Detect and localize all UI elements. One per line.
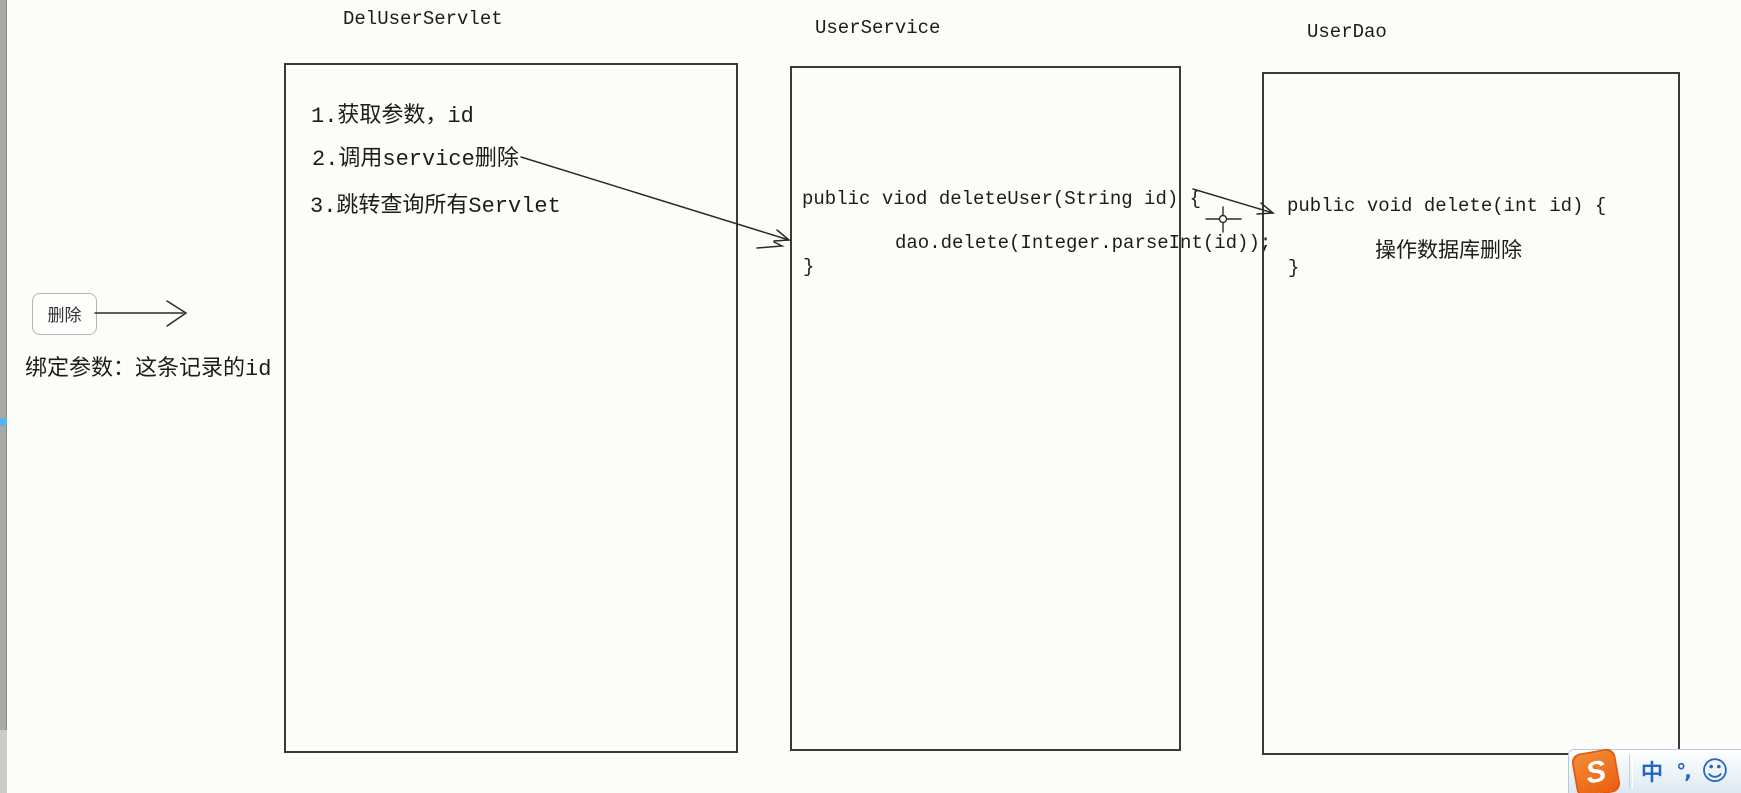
delete-button[interactable]: 删除 — [32, 293, 97, 335]
list-item: 3.跳转查询所有Servlet — [310, 194, 561, 219]
box-deluserservlet: 1.获取参数，id 2.调用service删除 3.跳转查询所有Servlet — [284, 63, 738, 753]
title-userdao: UserDao — [1307, 21, 1387, 43]
ime-separator — [1632, 755, 1633, 789]
box-userdao: public void delete(int id) { 操作数据库删除 } — [1262, 72, 1680, 755]
code-line: 操作数据库删除 — [1375, 241, 1522, 264]
sogou-logo-letter: S — [1583, 754, 1609, 791]
list-item: 2.调用service删除 — [312, 147, 519, 172]
left-scrollbar-thumb[interactable] — [0, 0, 7, 730]
title-deluserservlet: DelUserServlet — [343, 8, 503, 30]
scrollbar-blue-marker — [0, 418, 7, 426]
button-arrow — [94, 300, 188, 327]
code-line: public viod deleteUser(String id) { — [802, 188, 1202, 210]
delete-button-label: 删除 — [47, 308, 82, 327]
crosshair-cursor-icon — [1205, 206, 1242, 233]
list-item: 1.获取参数，id — [311, 104, 474, 129]
code-line: public void delete(int id) { — [1287, 195, 1607, 217]
code-line: dao.delete(Integer.parseInt(id)); — [895, 232, 1272, 254]
ime-chinese-mode-button[interactable]: 中 — [1640, 761, 1663, 786]
code-line: } — [1288, 257, 1300, 279]
code-line: } — [803, 256, 815, 278]
ime-punctuation-button[interactable]: °, — [1676, 759, 1692, 783]
ime-emoji-button[interactable]: ☺ — [1700, 755, 1730, 787]
title-userservice: UserService — [815, 17, 941, 39]
box-userservice: public viod deleteUser(String id) { dao.… — [790, 66, 1271, 751]
dao-call-arrow — [1192, 188, 1275, 215]
bind-param-caption: 绑定参数：这条记录的id — [25, 357, 272, 382]
ime-separator — [1629, 755, 1630, 789]
left-scrollbar-track[interactable] — [0, 0, 7, 793]
sogou-logo-icon[interactable]: S — [1570, 747, 1622, 793]
